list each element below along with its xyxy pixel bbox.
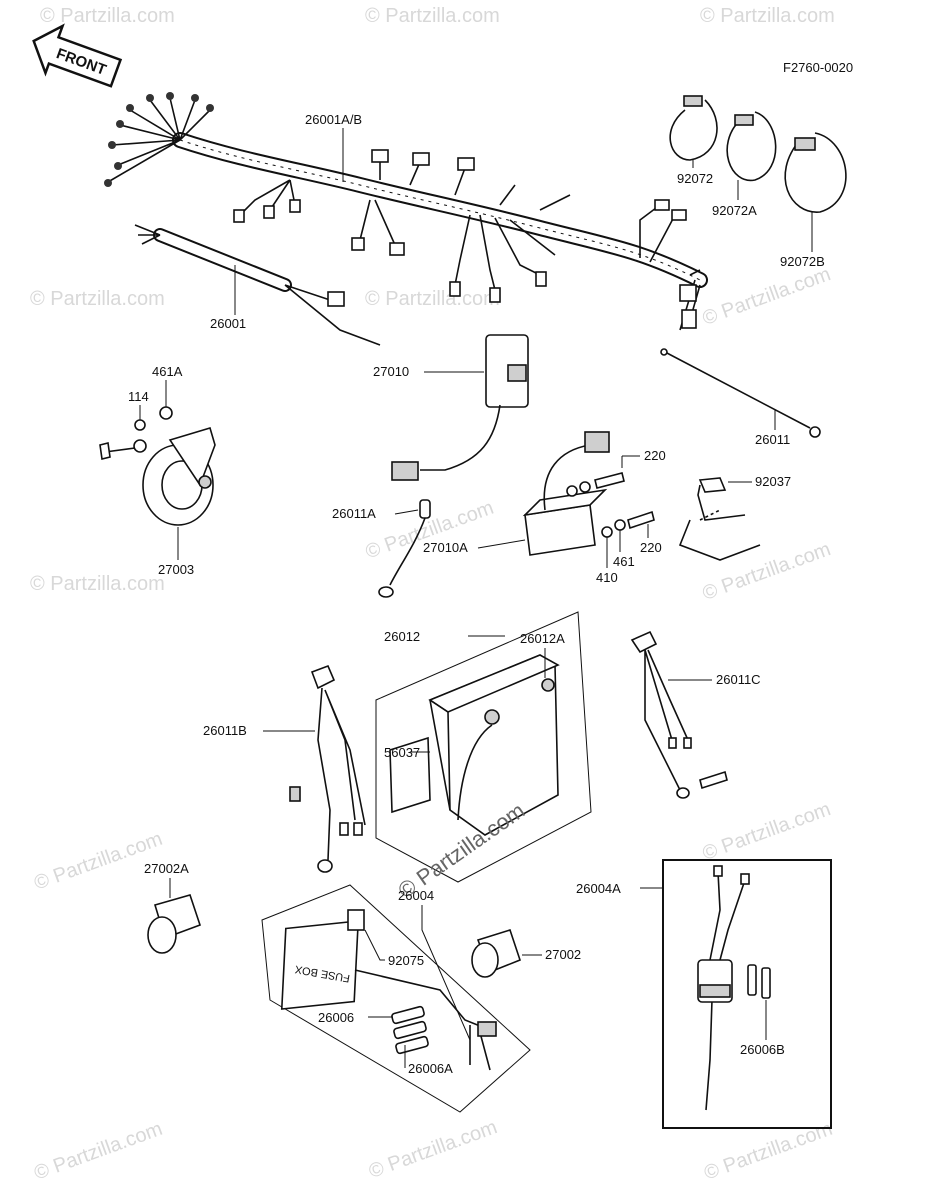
lead-26011a [378,499,431,598]
label-band-b: 92072A [712,203,757,218]
harness-band-92072a [726,111,777,182]
watermark: © Partzilla.com [30,288,165,310]
ground-lead-26011 [660,348,821,438]
label-56037: 56037 [384,745,420,760]
label-washer-410: 410 [596,570,618,585]
leader-fuse-box [421,905,471,1041]
label-bolt-220-bot: 220 [640,540,662,555]
label-harness-sub: 26001 [210,316,246,331]
label-bolt-114: 114 [128,389,149,404]
label-band-a: 92072 [677,171,713,186]
watermark: © Partzilla.com [700,538,834,605]
watermark: © Partzilla.com [40,5,175,27]
label-fuse-26006b: 26006B [740,1042,785,1057]
leader-clip-92075 [364,929,385,961]
label-band-c: 92072B [780,254,825,269]
label-lead-26011a: 26011A [332,506,376,521]
front-arrow: FRONT [32,23,123,88]
lead-26011c [630,630,728,799]
label-battery: 26012 [384,629,420,644]
watermark: © Partzilla.com [700,5,835,27]
label-nut-461a: 461A [152,364,183,379]
lead-26011b [289,664,366,873]
label-harness-main: 26001A/B [305,112,362,127]
label-relay-27002: 27002 [545,947,581,962]
watermark: © Partzilla.com [31,1118,165,1185]
label-battery-case: 26012A [520,631,565,646]
diagram-code: F2760-0020 [783,60,853,75]
watermark: © Partzilla.com [366,1116,500,1183]
label-horn: 27003 [158,562,194,577]
watermark: © Partzilla.com [700,263,834,330]
label-fuse-holder: 26004A [576,881,621,896]
regulator-27010a [522,431,655,556]
harness-band-92072b [784,132,847,213]
watermark: © Partzilla.com [365,288,500,310]
label-bracket: 92037 [755,474,791,489]
label-fuse-box: 26004 [398,888,434,903]
label-washer-461: 461 [613,554,635,569]
label-ground-lead: 26011 [755,432,790,447]
fuse-box-group: FUSE BOX [261,884,531,1113]
sub-wiring-harness [134,224,381,346]
label-fuse-26006: 26006 [318,1010,354,1025]
label-rectifier: 27010 [373,364,409,379]
label-lead-26011c: 26011C [716,672,761,687]
watermark: © Partzilla.com [700,798,834,865]
fuse-holder-group [662,859,832,1129]
watermark: © Partzilla.com [30,573,165,595]
battery-group [375,611,592,883]
label-fuse-26006a: 26006A [408,1061,453,1076]
label-lead-26011b: 26011B [203,723,247,738]
horn-27003 [99,406,216,526]
rectifier-27010 [391,334,529,481]
watermark: © Partzilla.com [365,5,500,27]
relay-27002 [471,929,521,978]
label-regulator: 27010A [423,540,468,555]
watermark-layer: © Partzilla.com © Partzilla.com © Partzi… [30,5,835,1185]
bracket-92037 [678,477,761,561]
relay-27002a [147,894,202,954]
leader-bolt-220-top [621,455,640,468]
leader-lead-26011a [394,509,419,515]
label-bolt-220-top: 220 [644,448,666,463]
label-clip-92075: 92075 [388,953,424,968]
main-wiring-harness [104,92,708,331]
harness-band-92072 [669,95,718,161]
label-relay-27002a: 27002A [144,861,189,876]
leader-regulator [477,539,526,549]
